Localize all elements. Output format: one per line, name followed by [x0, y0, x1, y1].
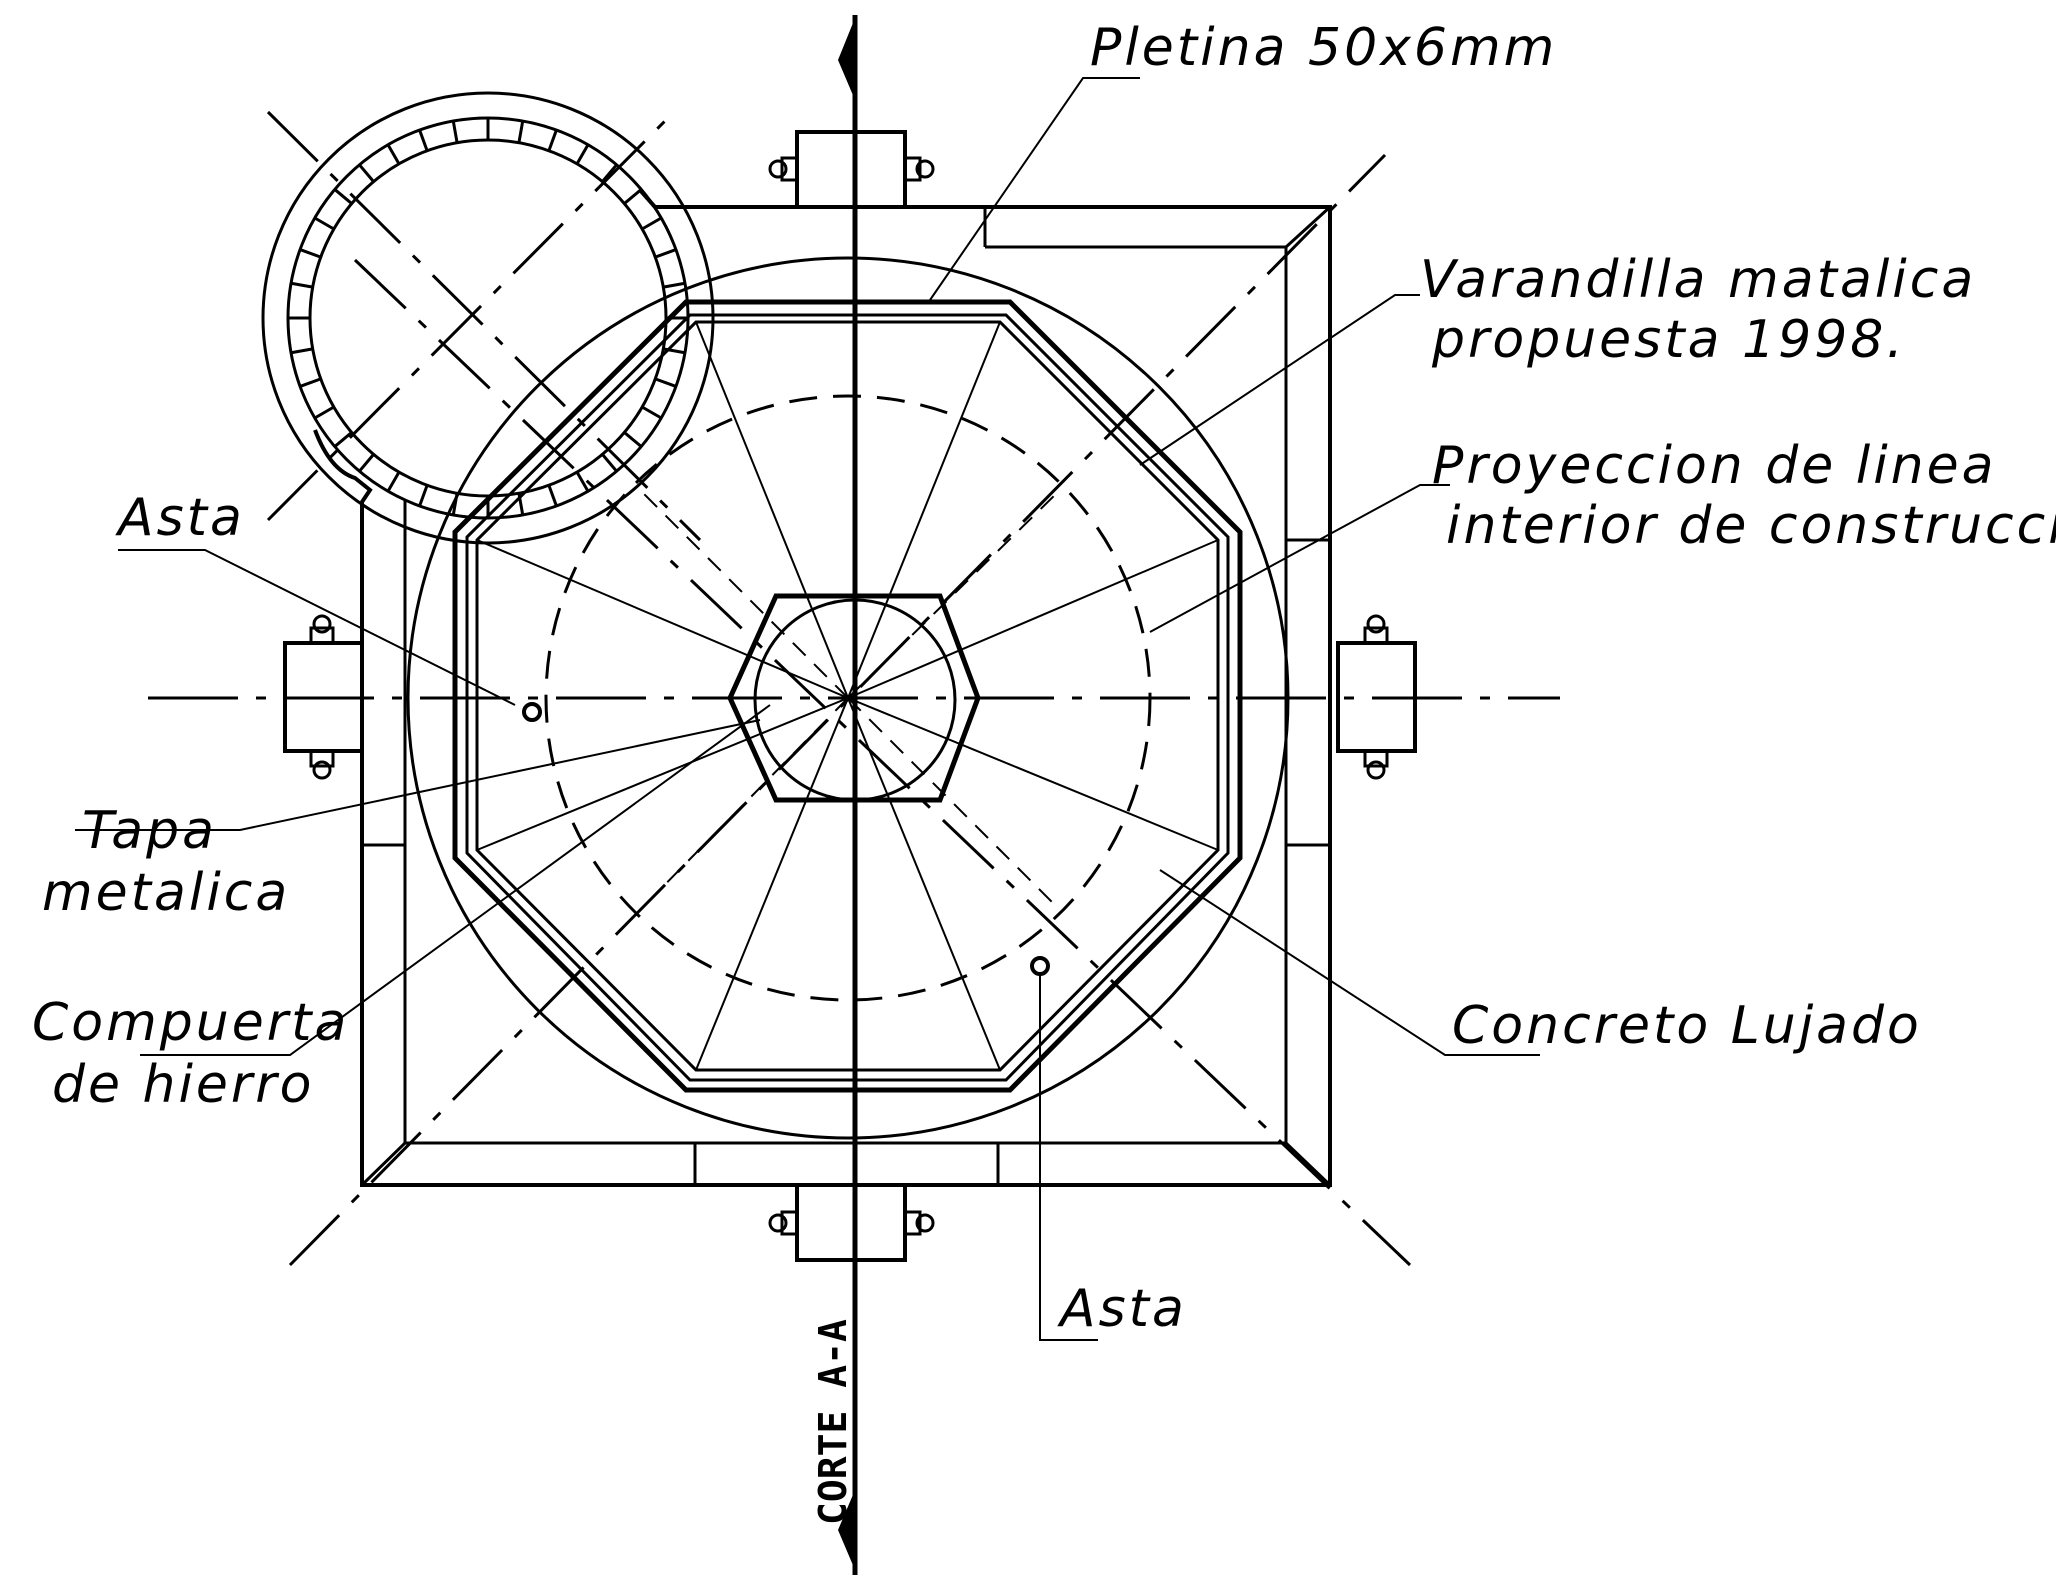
railing-octagon-outer: [452, 299, 1243, 1093]
flagpole-left: [522, 702, 542, 722]
brick-joint: [623, 431, 643, 448]
brick-joint: [663, 281, 686, 289]
brick-joint: [290, 347, 313, 355]
brick-joint: [290, 281, 313, 289]
brick-joint: [601, 163, 618, 183]
leader-pletina: [929, 77, 1140, 301]
label-asta-left: Asta: [115, 488, 245, 548]
section-arrow-top: [838, 18, 855, 100]
label-compuerta-1: Compuerta: [32, 993, 349, 1053]
label-section: CORTE A-A: [811, 1319, 855, 1525]
radial-dashed-line: [639, 489, 849, 699]
corner-bevel-tr: [1284, 205, 1332, 249]
brick-joint: [517, 120, 525, 143]
brick-joint: [451, 120, 459, 143]
flagpole-right: [1030, 956, 1050, 976]
corner-bevel-bl: [360, 1141, 407, 1187]
corner-bevel-br: [1284, 1141, 1332, 1187]
radial-line: [695, 697, 849, 1071]
radial-line: [847, 697, 1001, 1071]
brick-joint: [547, 484, 558, 507]
brick-joint: [299, 377, 322, 388]
leader-asta-bottom: [1039, 975, 1098, 1341]
well-axis-1: [266, 110, 702, 542]
brick-joint: [575, 144, 590, 165]
leader-varandilla: [1139, 294, 1420, 466]
brick-joint: [314, 216, 335, 231]
well-axis-2: [266, 116, 670, 522]
radial-dashed-line: [847, 697, 1061, 911]
label-tapa-1: Tapa: [82, 801, 217, 861]
brick-joint: [299, 248, 322, 259]
brick-joint: [314, 405, 335, 420]
label-tapa-2: metalica: [42, 863, 290, 923]
support-right: [1336, 614, 1417, 780]
label-pletina: Pletina 50x6mm: [1090, 18, 1557, 78]
radial-line: [847, 321, 1001, 699]
well-bricks: [288, 118, 688, 518]
brick-joint: [654, 248, 677, 259]
brick-joint: [333, 431, 353, 448]
label-proyeccion-1: Proyeccion de linea: [1432, 436, 1996, 496]
label-proyeccion-2: interior de construccion: [1446, 496, 2056, 556]
brick-joint: [641, 405, 662, 420]
support-left: [283, 614, 364, 780]
brick-joint: [623, 188, 643, 205]
support-bottom: [768, 1183, 935, 1262]
label-asta-bottom: Asta: [1057, 1279, 1187, 1339]
radial-dashed-line: [639, 697, 849, 911]
railing-octagon-inner2: [465, 313, 1230, 1082]
support-top: [768, 130, 935, 209]
leader-asta-left: [118, 549, 516, 706]
brick-joint: [547, 129, 558, 152]
brick-joint: [333, 188, 353, 205]
axis-diag-1: [288, 153, 1387, 1267]
section-arrow-bottom: [838, 1490, 855, 1570]
leader-compuerta: [140, 704, 771, 1056]
brick-joint: [641, 216, 662, 231]
leader-concreto: [1159, 869, 1540, 1056]
leader-proyeccion: [1149, 484, 1450, 633]
radial-line: [847, 697, 1219, 851]
brick-joint: [451, 493, 459, 516]
brick-joint: [575, 471, 590, 492]
brick-joint: [418, 484, 429, 507]
brick-joint: [386, 144, 401, 165]
brick-joint: [654, 377, 677, 388]
radial-line: [476, 539, 849, 699]
radial-line: [476, 697, 849, 851]
well-outer-ring: [261, 91, 715, 545]
axis-diag-2: [353, 258, 1412, 1267]
label-varandilla-2: propuesta 1998.: [1431, 310, 1906, 370]
brick-joint: [386, 471, 401, 492]
label-varandilla-1: Varandilla matalica: [1420, 250, 1976, 310]
radial-dashed-line: [847, 489, 1061, 699]
radial-line: [695, 321, 849, 699]
label-concreto: Concreto Lujado: [1452, 996, 1922, 1056]
radial-lines: [476, 321, 1219, 1071]
brick-joint: [358, 453, 375, 473]
brick-joint: [601, 453, 618, 473]
leader-tapa: [75, 719, 761, 831]
label-compuerta-2: de hierro: [52, 1055, 315, 1115]
outer-wall: [313, 205, 1332, 1187]
brick-joint: [418, 129, 429, 152]
radial-line: [847, 539, 1219, 699]
brick-joint: [358, 163, 375, 183]
